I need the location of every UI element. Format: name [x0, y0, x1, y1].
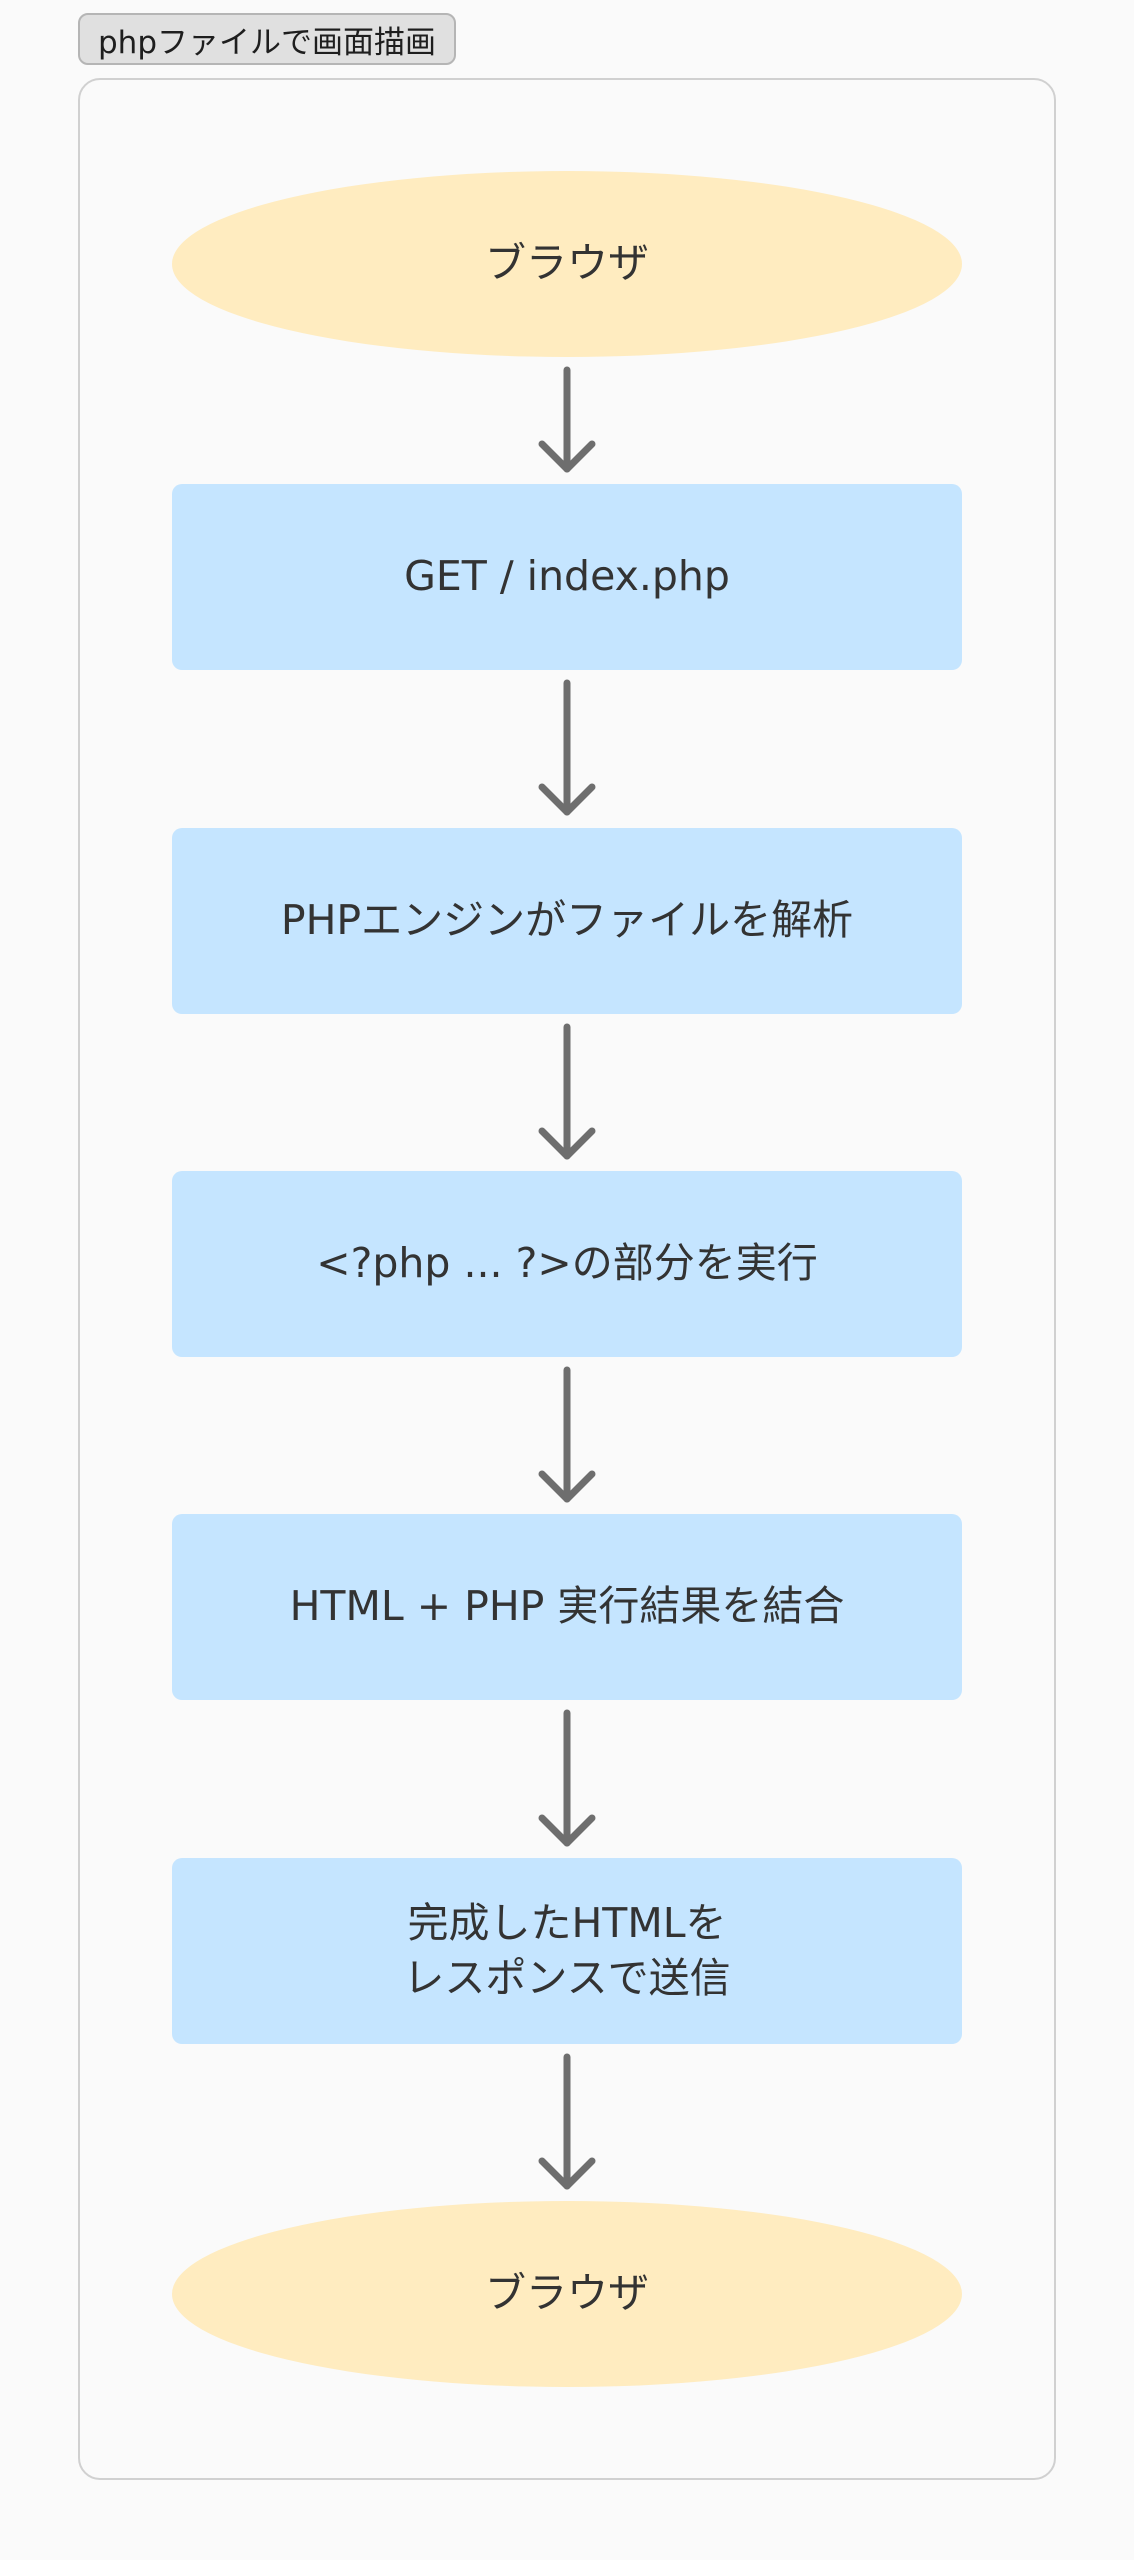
- node-browser-start: ブラウザ: [172, 171, 962, 357]
- arrow-4: [538, 1366, 596, 1503]
- arrow-6: [538, 2053, 596, 2190]
- node-get-request: GET / index.php: [172, 484, 962, 670]
- arrow-2: [538, 679, 596, 816]
- node-send-response: 完成したHTMLを レスポンスで送信: [172, 1858, 962, 2044]
- node-php-engine-parse: PHPエンジンがファイルを解析: [172, 828, 962, 1014]
- node-execute-php-block: <?php ... ?>の部分を実行: [172, 1171, 962, 1357]
- arrow-5: [538, 1709, 596, 1847]
- arrow-1: [538, 366, 596, 473]
- node-combine-html-php: HTML + PHP 実行結果を結合: [172, 1514, 962, 1700]
- diagram-title: phpファイルで画面描画: [78, 13, 457, 65]
- arrow-3: [538, 1023, 596, 1160]
- node-browser-end: ブラウザ: [172, 2201, 962, 2387]
